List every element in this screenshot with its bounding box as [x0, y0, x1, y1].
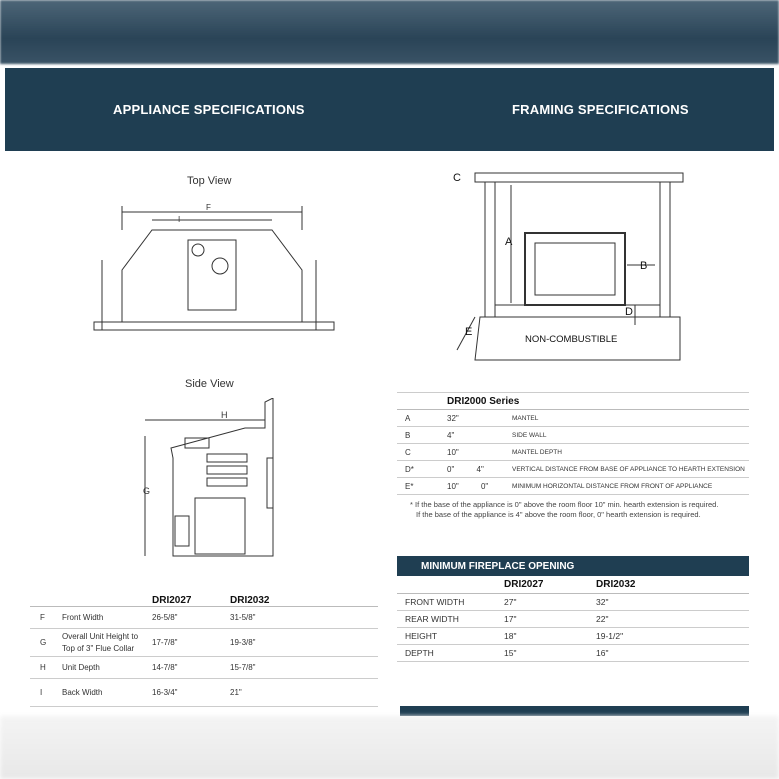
value: 14-7/8" [150, 656, 228, 679]
row-key: F [40, 613, 45, 622]
row-label-2: Top of 3" Flue Collar [62, 643, 135, 653]
framing-specs-heading: FRAMING SPECIFICATIONS [512, 102, 689, 117]
row-label: Back Width [62, 688, 103, 697]
blurred-footer [0, 716, 779, 779]
value: 16-3/4" [150, 678, 228, 707]
dim-C: C [453, 172, 461, 184]
appliance-specs-heading: APPLIANCE SPECIFICATIONS [113, 102, 305, 117]
top-view-diagram: F I [93, 203, 335, 331]
col-dri2027: DRI2027 [150, 595, 228, 607]
series-title: DRI2000 Series [445, 392, 749, 410]
blurred-header [0, 0, 779, 64]
table-row: E*10" 0"MINIMUM HORIZONTAL DISTANCE FROM… [397, 477, 749, 495]
side-view-label: Side View [185, 378, 234, 390]
row-key: I [40, 688, 43, 697]
row-key: H [40, 663, 46, 672]
non-combustible-label: NON-COMBUSTIBLE [525, 334, 617, 345]
dim-G: G [143, 486, 150, 496]
value: 19-3/8" [228, 628, 378, 657]
table-row: I Back Width 16-3/4"21" [30, 678, 378, 707]
side-view-diagram: H G [143, 398, 274, 557]
value: 31-5/8" [228, 606, 378, 629]
next-section-bar [400, 706, 749, 716]
dim-D: D [625, 306, 633, 318]
framing-note: * If the base of the appliance is 0" abo… [410, 500, 719, 519]
value: 26-5/8" [150, 606, 228, 629]
col-dri2032: DRI2032 [228, 595, 378, 607]
dim-I: I [178, 215, 180, 224]
row-label: Overall Unit Height to [62, 631, 139, 641]
section-header-band: APPLIANCE SPECIFICATIONS FRAMING SPECIFI… [5, 68, 774, 151]
top-view-label: Top View [187, 175, 232, 187]
value: 17-7/8" [150, 628, 228, 657]
dim-B: B [640, 260, 647, 272]
dim-F: F [206, 203, 211, 212]
dim-A: A [505, 236, 513, 248]
value: 21" [228, 678, 378, 707]
row-key: G [40, 637, 47, 647]
table-row: D*0" 4"VERTICAL DISTANCE FROM BASE OF AP… [397, 460, 749, 478]
dim-E: E [465, 326, 472, 338]
dim-H: H [221, 410, 228, 420]
table-row: H Unit Depth 14-7/8"15-7/8" [30, 656, 378, 679]
framing-diagram: C A B D E NON-COMBUSTIBLE [453, 172, 684, 361]
row-label: Unit Depth [62, 663, 100, 672]
row-label: Front Width [62, 613, 104, 622]
opening-title: MINIMUM FIREPLACE OPENING [397, 556, 749, 576]
value: 15-7/8" [228, 656, 378, 679]
table-row: G Overall Unit Height to Top of 3" Flue Co… [30, 628, 378, 657]
table-row: F Front Width 26-5/8"31-5/8" [30, 606, 378, 629]
